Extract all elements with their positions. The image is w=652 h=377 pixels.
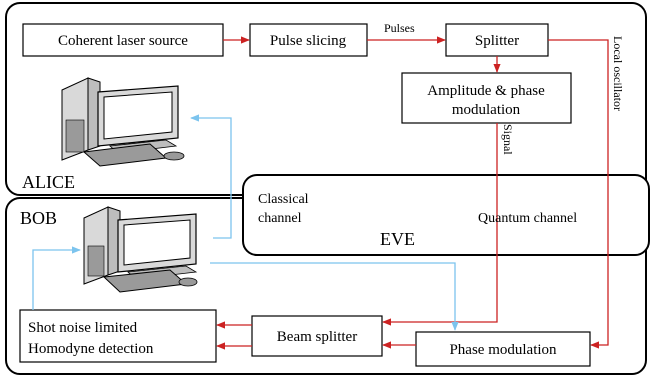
splitter-text: Splitter	[475, 33, 519, 49]
phasemod-box	[415, 331, 591, 367]
beamsplitter-text: Beam splitter	[277, 329, 357, 345]
splitter-box	[445, 23, 549, 57]
pulses-label: Pulses	[384, 21, 415, 35]
quantum-channel-label: Quantum channel	[478, 211, 577, 226]
signal-line	[382, 123, 498, 326]
classical-label-2: channel	[258, 211, 302, 226]
shotnoise-text-2: Homodyne detection	[28, 341, 154, 357]
classical-channel-line	[190, 114, 232, 239]
slicing-text: Pulse slicing	[270, 33, 347, 49]
alice-label: ALICE	[22, 172, 75, 192]
slicing-box	[249, 23, 368, 57]
classical-label-1: Classical	[258, 192, 309, 207]
signal-label: Signal	[501, 124, 515, 155]
computer-alice-icon	[61, 77, 185, 167]
shotnoise-text-1: Shot noise limited	[28, 320, 138, 336]
local-oscillator-line	[548, 39, 609, 349]
shotnoise-box	[19, 309, 217, 363]
ampphase-box	[401, 72, 572, 124]
local-oscillator-label: Local oscillator	[611, 36, 625, 111]
bob-to-phase-line	[210, 262, 459, 331]
eve-region	[242, 174, 650, 256]
beamsplitter-box	[251, 315, 383, 357]
bob-label: BOB	[20, 208, 57, 228]
ampphase-text-2: modulation	[452, 102, 521, 118]
shotnoise-to-bob-line	[32, 246, 81, 310]
laser-text: Coherent laser source	[58, 33, 188, 49]
eve-label: EVE	[380, 229, 415, 249]
phasemod-text: Phase modulation	[449, 342, 557, 358]
ampphase-text-1: Amplitude & phase	[427, 83, 545, 99]
computer-bob-icon	[83, 206, 198, 293]
